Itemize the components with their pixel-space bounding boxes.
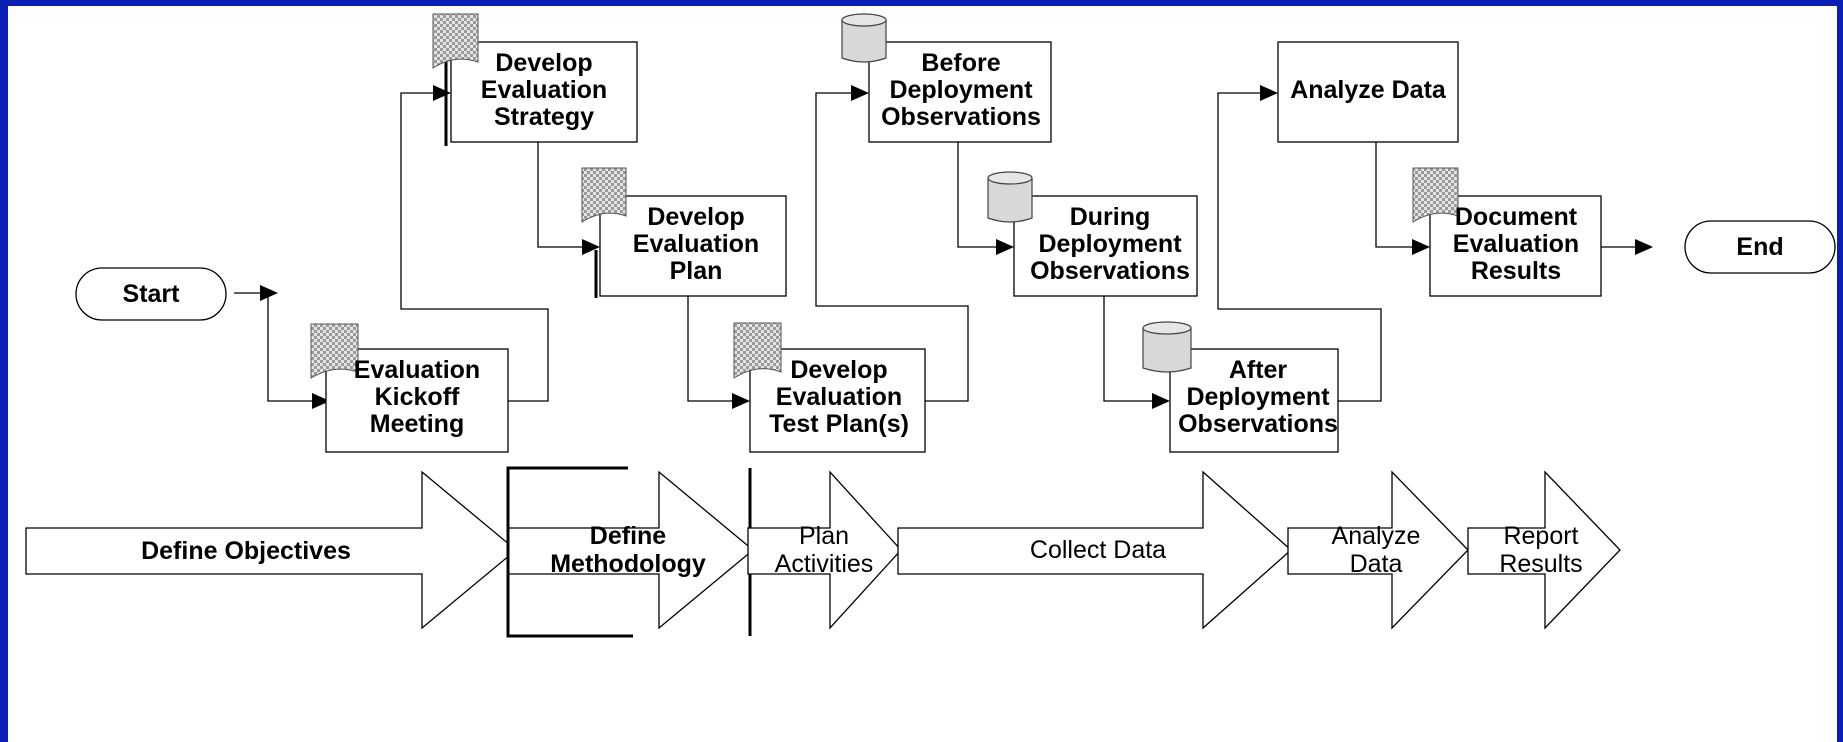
- arrowhead: [1152, 393, 1170, 409]
- kickoff-step: Evaluation Kickoff Meeting: [310, 323, 509, 453]
- end-shape: [1684, 220, 1836, 274]
- testplan-line-3: Test Plan(s): [769, 410, 909, 438]
- arrowhead: [1635, 239, 1653, 255]
- phase-define-methodology-line-1: Define: [590, 522, 667, 550]
- after-line-2: Deployment: [1186, 383, 1330, 411]
- during-line-2: Deployment: [1038, 230, 1182, 258]
- document-line-3: Results: [1471, 257, 1561, 285]
- before-box: [868, 41, 1052, 143]
- arrowhead: [732, 393, 750, 409]
- during-box: [1013, 195, 1198, 297]
- arrowhead: [433, 85, 451, 101]
- connector-plan-to-testplan: [687, 296, 740, 402]
- document-step: Document Evaluation Results: [1412, 167, 1602, 297]
- start-label: Start: [123, 280, 181, 308]
- strategy-line-3: Strategy: [494, 103, 594, 131]
- phase-arrow-collect-data: [897, 470, 1292, 630]
- arrowhead: [851, 85, 869, 101]
- arrowhead: [1412, 239, 1430, 255]
- end-terminator: End: [1684, 220, 1836, 274]
- document-icon: [581, 167, 627, 223]
- plan-line-1: Develop: [647, 203, 744, 231]
- start-terminator: Start: [75, 267, 227, 321]
- before-line-2: Deployment: [889, 76, 1033, 104]
- database-icon: [1142, 321, 1192, 373]
- during-line-3: Observations: [1030, 257, 1190, 285]
- phase-define-objectives: Define Objectives: [141, 537, 351, 565]
- testplan-step: Develop Evaluation Test Plan(s): [733, 322, 926, 453]
- kickoff-line-3: Meeting: [370, 410, 464, 438]
- database-icon: [987, 171, 1033, 223]
- kickoff-line-2: Kickoff: [375, 383, 460, 411]
- after-box: [1169, 348, 1339, 453]
- phase-arrow-define-objectives: [25, 470, 518, 630]
- connector-analyze-to-document: [1375, 142, 1420, 248]
- phase-analyze-data-line-1: Analyze: [1332, 522, 1421, 550]
- document-icon: [310, 323, 359, 379]
- phase-arrow-plan-activities: [747, 470, 902, 630]
- connector-before-to-during: [957, 142, 1004, 248]
- arrowhead: [1260, 85, 1278, 101]
- testplan-line-1: Develop: [790, 356, 887, 384]
- connector-after-to-analyze: [1217, 92, 1382, 402]
- phase-analyze-data-line-2: Data: [1350, 550, 1403, 578]
- diagram-canvas: Start End Evaluation Kickoff Meeting Dev…: [8, 6, 1837, 742]
- connector-strategy-to-plan: [537, 142, 590, 248]
- after-line-3: Observations: [1178, 410, 1338, 438]
- document-icon: [733, 322, 782, 379]
- phase-arrow-report-results: [1467, 470, 1621, 630]
- phase-report-results-line-1: Report: [1503, 522, 1578, 550]
- phase-define-methodology-line-2: Methodology: [550, 550, 706, 578]
- after-line-1: After: [1229, 356, 1288, 384]
- strategy-step: Develop Evaluation Strategy: [432, 13, 638, 146]
- after-step: After Deployment Observations: [1142, 321, 1339, 453]
- end-label: End: [1736, 233, 1783, 261]
- connector-start-drop: [267, 293, 320, 402]
- plan-step: Develop Evaluation Plan: [581, 167, 787, 298]
- analyze-label: Analyze Data: [1290, 76, 1447, 104]
- connectors: [234, 92, 1643, 402]
- arrowheads: [260, 85, 1653, 409]
- process-flow-diagram: Start End Evaluation Kickoff Meeting Dev…: [25, 13, 1836, 638]
- phase-report-results-line-2: Results: [1499, 550, 1582, 578]
- document-line-2: Evaluation: [1453, 230, 1579, 258]
- before-line-3: Observations: [881, 103, 1041, 131]
- methodology-bracket-left: [506, 466, 633, 638]
- phase-arrow-define-methodology: [507, 470, 755, 630]
- document-box: [1429, 195, 1602, 297]
- phase-arrow-analyze-data: [1287, 470, 1469, 630]
- strategy-line-2: Evaluation: [481, 76, 607, 104]
- phase-arrows: Define Objectives Define Methodology Pla…: [25, 466, 1621, 638]
- analyze-box: [1277, 41, 1459, 143]
- before-line-1: Before: [921, 49, 1000, 77]
- strategy-line-1: Develop: [495, 49, 592, 77]
- connector-kickoff-to-strategy: [400, 92, 549, 402]
- testplan-line-2: Evaluation: [776, 383, 902, 411]
- plan-box: [599, 195, 787, 297]
- start-shape: [75, 267, 227, 321]
- before-step: Before Deployment Observations: [841, 13, 1052, 143]
- phase-plan-activities-line-1: Plan: [799, 522, 849, 550]
- during-line-1: During: [1070, 203, 1151, 231]
- strategy-box: [450, 41, 638, 143]
- phase-plan-activities-line-2: Activities: [775, 550, 874, 578]
- arrowhead: [582, 239, 600, 255]
- phase-collect-data: Collect Data: [1030, 536, 1166, 564]
- arrowhead: [996, 239, 1014, 255]
- arrowhead: [312, 393, 330, 409]
- connector-during-to-after: [1103, 296, 1160, 402]
- arrowhead: [260, 285, 278, 301]
- document-line-1: Document: [1455, 203, 1578, 231]
- analyze-step: Analyze Data: [1277, 41, 1459, 143]
- connector-testplan-to-before: [815, 92, 969, 402]
- database-icon: [841, 13, 887, 63]
- document-icon: [432, 13, 479, 69]
- during-step: During Deployment Observations: [987, 171, 1198, 297]
- kickoff-line-1: Evaluation: [354, 356, 480, 384]
- document-icon: [1412, 167, 1459, 223]
- plan-line-3: Plan: [670, 257, 723, 285]
- plan-line-2: Evaluation: [633, 230, 759, 258]
